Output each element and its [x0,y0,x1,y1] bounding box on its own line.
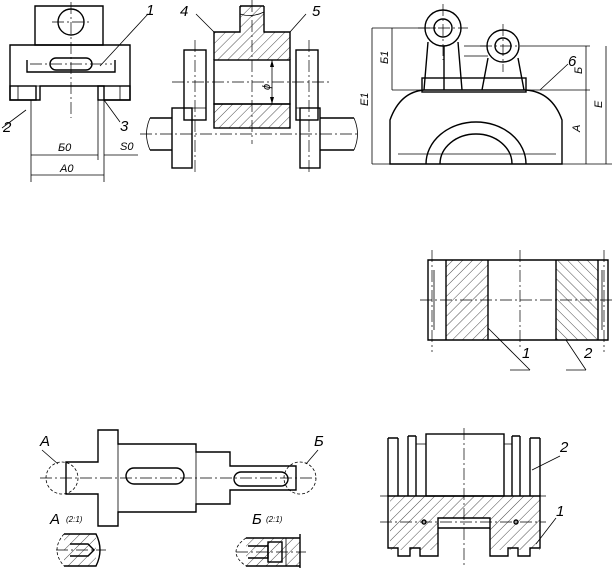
figure-bracket-front [1,2,149,182]
label-roller-2: 2 [559,439,569,456]
detail-a-label: А [49,511,60,528]
dim-a0: А0 [59,163,74,175]
figure-yoke [371,4,612,165]
dim-phi: ϕ [261,84,273,90]
label-shaft-b: Б [314,433,324,450]
label-1: 1 [146,2,154,19]
label-3: 3 [120,118,129,135]
dim-s0: S0 [120,141,134,153]
label-6: 6 [568,53,577,70]
detail-b-scale: (2:1) [266,515,283,524]
detail-b [235,534,306,568]
label-4: 4 [180,3,188,20]
detail-a [56,533,106,567]
label-5: 5 [312,3,321,20]
label-bushing-1: 1 [522,345,530,362]
dim-e: Е [593,100,605,108]
figure-bushing-section [420,250,614,371]
dim-e1: Е1 [359,93,371,106]
dim-a: А [571,125,583,133]
detail-a-scale: (2:1) [66,515,83,524]
figure-stepped-shaft [40,429,319,527]
label-roller-1: 1 [556,503,564,520]
dim-b1: Б1 [379,51,391,64]
dim-b: Б [573,67,585,74]
figure-shaft-section [140,0,360,175]
figure-roller-section [380,428,561,566]
label-shaft-a: А [39,433,50,450]
dim-b0: Б0 [58,142,72,154]
detail-b-label: Б [252,511,262,528]
label-2: 2 [2,119,12,136]
label-bushing-2: 2 [583,345,593,362]
